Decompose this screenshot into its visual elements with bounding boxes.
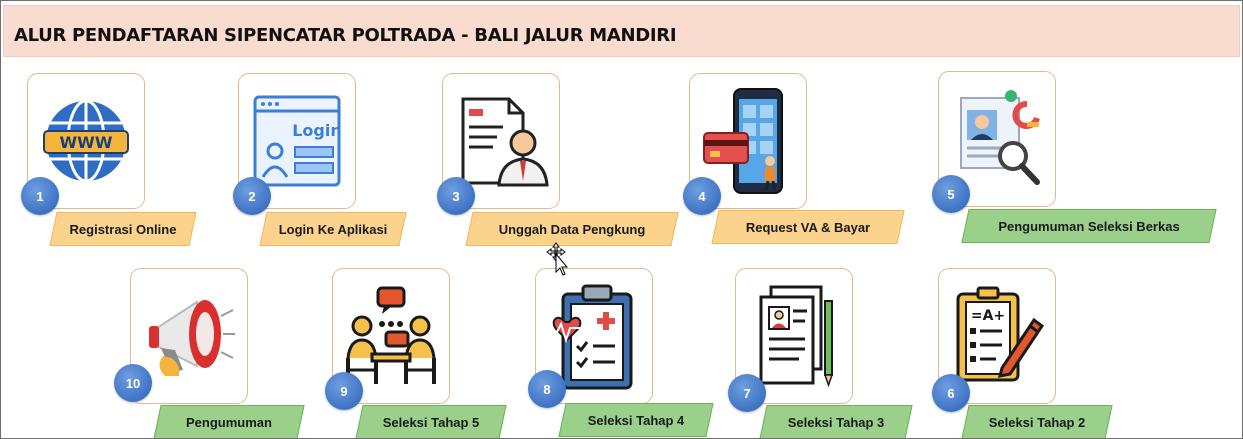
step-4-number-badge: 4 bbox=[683, 177, 721, 215]
interview-icon bbox=[346, 286, 436, 384]
www-globe-icon: WWW bbox=[43, 99, 129, 183]
step-9-label: Seleksi Tahap 5 bbox=[359, 405, 503, 438]
step-10-number-badge: 10 bbox=[114, 364, 152, 402]
step-8-label: Seleksi Tahap 4 bbox=[562, 403, 710, 437]
title-banner: ALUR PENDAFTARAN SIPENCATAR POLTRADA - B… bbox=[3, 5, 1240, 57]
step-1-card: WWW bbox=[27, 73, 145, 209]
step-3-number-badge: 3 bbox=[437, 177, 475, 215]
step-9-number-badge: 9 bbox=[325, 372, 363, 410]
document-upload-person-icon bbox=[461, 97, 549, 187]
svg-text:=A+: =A+ bbox=[971, 308, 1005, 324]
step-7-number-badge: 7 bbox=[728, 374, 766, 412]
cv-search-icon bbox=[960, 90, 1040, 185]
medical-clipboard-icon bbox=[549, 284, 633, 390]
step-5-number-badge: 5 bbox=[932, 175, 970, 213]
step-5-label: Pengumuman Seleksi Berkas bbox=[965, 209, 1213, 243]
step-4-card bbox=[689, 73, 807, 209]
step-5-card bbox=[938, 71, 1056, 207]
diagram-title: ALUR PENDAFTARAN SIPENCATAR POLTRADA - B… bbox=[14, 25, 677, 46]
login-screen-icon: Login bbox=[253, 95, 342, 187]
document-pencil-icon bbox=[759, 285, 834, 388]
step-1-number-badge: 1 bbox=[21, 177, 59, 215]
megaphone-icon bbox=[149, 300, 235, 376]
svg-text:WWW: WWW bbox=[60, 133, 113, 152]
step-8-card bbox=[535, 268, 653, 404]
move-cursor-icon bbox=[546, 242, 569, 276]
step-4-label: Request VA & Bayar bbox=[715, 210, 901, 244]
step-2-number-badge: 2 bbox=[233, 177, 271, 215]
step-10-label: Pengumuman bbox=[157, 405, 301, 438]
step-9-card bbox=[332, 268, 450, 404]
step-8-number-badge: 8 bbox=[528, 370, 566, 408]
step-6-number-badge: 6 bbox=[932, 374, 970, 412]
step-2-label: Login Ke Aplikasi bbox=[263, 212, 403, 246]
step-2-card: Login bbox=[238, 73, 356, 209]
step-6-label: Seleksi Tahap 2 bbox=[965, 405, 1109, 438]
step-1-label: Registrasi Online bbox=[53, 212, 193, 246]
step-3-label: Unggah Data Pengkung bbox=[469, 212, 675, 246]
step-7-label: Seleksi Tahap 3 bbox=[763, 405, 909, 438]
svg-text:Login: Login bbox=[292, 121, 342, 140]
mobile-payment-icon bbox=[703, 88, 783, 194]
exam-clipboard-icon: =A+ bbox=[956, 286, 1045, 382]
